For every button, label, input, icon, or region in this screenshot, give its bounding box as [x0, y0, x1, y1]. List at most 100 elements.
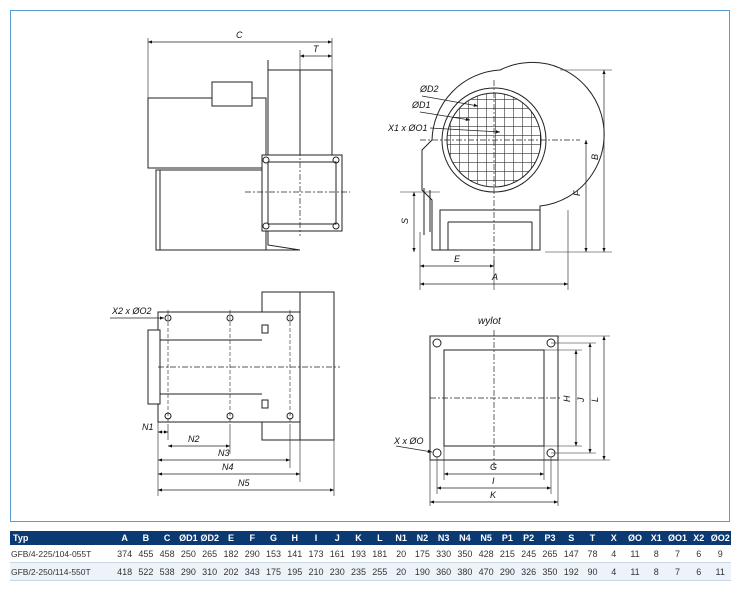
table-header: B	[135, 531, 157, 545]
table-header: G	[262, 531, 285, 545]
table-header: ØD1	[177, 531, 200, 545]
table-header: ØO1	[666, 531, 689, 545]
dim-n2-label: N2	[188, 434, 200, 444]
table-cell: GFB/2-250/114-550T	[10, 562, 114, 581]
dim-k-label: K	[490, 490, 497, 500]
table-header: L	[369, 531, 391, 545]
table-cell: 290	[496, 562, 519, 581]
dim-s-label: S	[400, 218, 410, 224]
table-cell: 8	[645, 545, 667, 563]
table-cell: 250	[177, 545, 200, 563]
table-header: ØD2	[199, 531, 221, 545]
table-cell: 350	[454, 545, 476, 563]
table-cell: 20	[390, 562, 412, 581]
table-header: N1	[390, 531, 412, 545]
table-cell: 9	[709, 545, 731, 563]
dim-xo-label: X x ØO	[393, 436, 424, 446]
table-header: X2	[688, 531, 710, 545]
side-view	[147, 38, 350, 251]
table-cell: 374	[114, 545, 136, 563]
table-header: ØO	[624, 531, 646, 545]
technical-drawing: C T B F S E A ØD2 ØD1 X1 x ØO1 X2 x ØO2 …	[110, 30, 612, 506]
table-cell: 230	[326, 562, 348, 581]
dim-e-label: E	[454, 254, 461, 264]
table-cell: 4	[603, 545, 625, 563]
table-header-row: Typ A B C ØD1 ØD2 E F G H I J K L N1 N2 …	[10, 531, 731, 545]
dim-i-label: I	[492, 476, 495, 486]
table-cell: 360	[432, 562, 455, 581]
outlet-title: wylot	[478, 316, 502, 327]
table-cell: 470	[475, 562, 497, 581]
table-header: N4	[454, 531, 476, 545]
outlet-view	[395, 330, 610, 506]
table-header: N3	[432, 531, 455, 545]
table-cell: 428	[475, 545, 497, 563]
table-header: A	[114, 531, 136, 545]
dim-f-label: F	[572, 190, 582, 196]
table-cell: 522	[135, 562, 157, 581]
table-cell: 6	[688, 545, 710, 563]
dim-n1-label: N1	[142, 422, 154, 432]
table-row: GFB/2-250/114-550T 418 522 538 290 310 2…	[10, 562, 731, 581]
table-cell: 350	[539, 562, 561, 581]
table-row: GFB/4-225/104-055T 374 455 458 250 265 1…	[10, 545, 731, 563]
dim-c-label: C	[236, 30, 243, 40]
dim-x2o2-label: X2 x ØO2	[111, 306, 152, 316]
table-cell: 6	[688, 562, 710, 581]
dim-d1-label: ØD1	[411, 100, 431, 110]
table-cell: 11	[624, 545, 646, 563]
table-cell: 290	[241, 545, 263, 563]
table-cell: 181	[369, 545, 391, 563]
table-cell: 210	[305, 562, 327, 581]
table-header: H	[284, 531, 306, 545]
dim-x1o1-label: X1 x ØO1	[387, 123, 428, 133]
table-cell: 175	[411, 545, 433, 563]
dim-t-label: T	[313, 44, 320, 54]
table-cell: 290	[177, 562, 200, 581]
table-cell: 141	[284, 545, 306, 563]
table-cell: 20	[390, 545, 412, 563]
table-cell: 192	[560, 562, 582, 581]
table-header: S	[560, 531, 582, 545]
plan-view	[110, 291, 340, 496]
table-header: N5	[475, 531, 497, 545]
dim-n3-label: N3	[218, 448, 230, 458]
table-header: I	[305, 531, 327, 545]
table-header: N2	[411, 531, 433, 545]
table-cell: 7	[666, 545, 689, 563]
table-cell: 538	[156, 562, 178, 581]
table-cell: 202	[220, 562, 242, 581]
table-cell: 330	[432, 545, 455, 563]
table-cell: GFB/4-225/104-055T	[10, 545, 114, 563]
table-cell: 173	[305, 545, 327, 563]
dim-g-label: G	[490, 462, 497, 472]
table-header: C	[156, 531, 178, 545]
table-header: K	[347, 531, 370, 545]
table-header: T	[581, 531, 604, 545]
table-cell: 161	[326, 545, 348, 563]
table-cell: 265	[199, 545, 221, 563]
table-header: P3	[539, 531, 561, 545]
table-cell: 8	[645, 562, 667, 581]
table-cell: 175	[262, 562, 285, 581]
dim-a-label: A	[491, 272, 498, 282]
dim-b-label: B	[590, 154, 600, 160]
table-cell: 190	[411, 562, 433, 581]
dim-n5-label: N5	[238, 478, 250, 488]
table-cell: 193	[347, 545, 370, 563]
table-cell: 182	[220, 545, 242, 563]
table-cell: 255	[369, 562, 391, 581]
table-cell: 343	[241, 562, 263, 581]
dim-l-label: L	[590, 397, 600, 402]
dim-n4-label: N4	[222, 462, 234, 472]
table-cell: 215	[496, 545, 519, 563]
table-header: J	[326, 531, 348, 545]
table-cell: 11	[709, 562, 731, 581]
table-cell: 245	[518, 545, 540, 563]
table-cell: 195	[284, 562, 306, 581]
dim-d2-label: ØD2	[419, 84, 439, 94]
table-header: E	[220, 531, 242, 545]
table-header: X1	[645, 531, 667, 545]
table-header: X	[603, 531, 625, 545]
table-cell: 78	[581, 545, 604, 563]
